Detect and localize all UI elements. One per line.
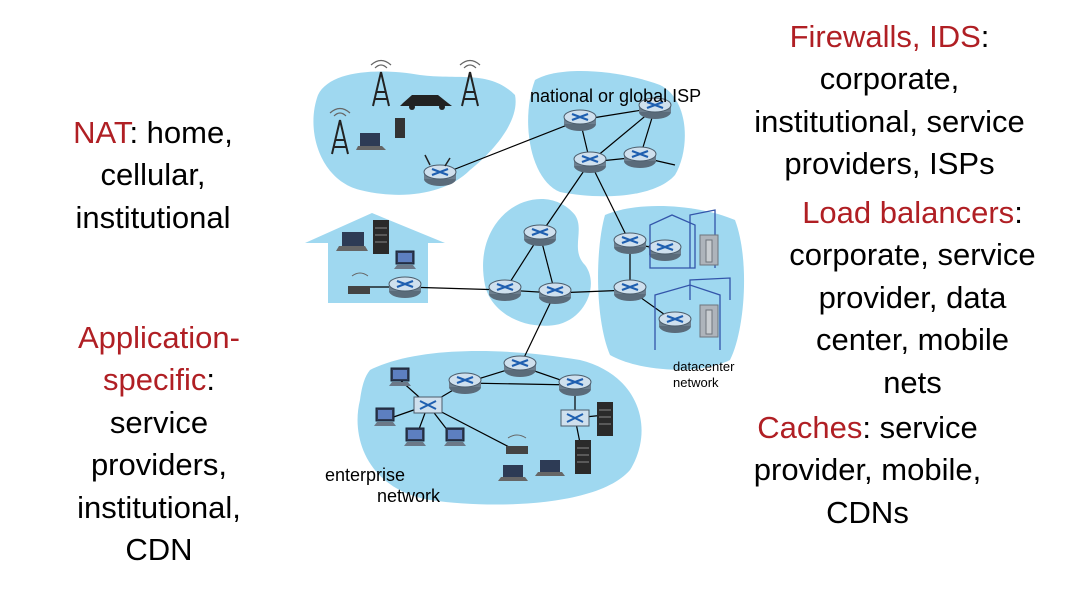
firewalls-line: providers, ISPs — [784, 146, 995, 182]
antenna-icon — [424, 154, 451, 167]
firewalls-keyword: Firewalls, IDS — [789, 19, 981, 54]
app-keyword: specific — [103, 362, 207, 398]
load-keyword: Load balancers — [802, 195, 1015, 230]
caches-line: provider, mobile, — [753, 452, 982, 488]
nat-line: NAT: home, — [40, 112, 266, 154]
nat-keyword: NAT — [73, 115, 130, 150]
firewalls-text-block: Firewalls, IDS: corporate, institutional… — [722, 16, 1057, 186]
caches-text-block: Caches: service provider, mobile, CDNs — [720, 407, 1015, 534]
switch — [560, 409, 590, 427]
phone-icon — [395, 118, 405, 138]
desktop-icon — [393, 250, 417, 270]
nat-line: institutional — [75, 199, 231, 235]
router — [422, 163, 458, 188]
load-line: Load balancers: — [760, 192, 1065, 234]
load-line: corporate, service — [789, 237, 1036, 273]
desktop-icon — [373, 407, 397, 427]
desktop-icon — [403, 427, 427, 447]
server-icon — [574, 439, 592, 475]
load-line: nets — [883, 364, 942, 400]
app-line: service — [109, 404, 209, 440]
app-line: Application- — [78, 320, 240, 355]
caches-rest: : service — [862, 410, 978, 445]
caches-keyword: Caches — [757, 410, 863, 445]
server-rack-icon — [699, 234, 719, 338]
app-line: providers, — [90, 447, 228, 483]
switch — [413, 396, 443, 414]
firewalls-line: Firewalls, IDS: — [722, 16, 1057, 58]
router — [647, 238, 683, 263]
firewalls-colon: : — [980, 19, 990, 54]
mobile-network-region — [313, 71, 516, 195]
desktop-icon — [443, 427, 467, 447]
laptop-icon — [535, 460, 565, 476]
router — [562, 108, 598, 133]
load-line: center, mobile — [816, 322, 1009, 358]
datacenter-label-line: datacenter — [673, 359, 735, 374]
load-line: provider, data — [818, 279, 1007, 315]
desktop-icon — [388, 367, 412, 387]
wifi-router-icon — [506, 446, 528, 454]
firewalls-line: corporate, — [819, 61, 960, 97]
firewalls-line: institutional, service — [754, 103, 1025, 139]
wifi-router-icon — [348, 286, 370, 294]
nat-text-block: NAT: home, cellular, institutional — [40, 112, 266, 239]
load-balancers-text-block: Load balancers: corporate, service provi… — [760, 192, 1065, 404]
router — [622, 145, 658, 170]
router — [522, 223, 558, 248]
regional-isp-region — [483, 198, 591, 326]
caches-line: Caches: service — [720, 407, 1015, 449]
datacenter-label-line: network — [673, 375, 719, 391]
car-icon — [400, 95, 452, 110]
enterprise-label-line: enterprise — [325, 465, 406, 485]
router — [612, 278, 648, 303]
app-specific-text-block: Application- specific: service providers… — [40, 317, 278, 572]
router — [557, 373, 593, 398]
server-icon — [596, 401, 614, 437]
router — [612, 231, 648, 256]
laptop-icon — [498, 465, 528, 481]
laptop-icon — [356, 133, 386, 150]
router — [537, 281, 573, 306]
router — [572, 150, 608, 175]
nat-line: cellular, — [100, 157, 206, 193]
router — [502, 354, 538, 379]
load-colon: : — [1014, 195, 1023, 230]
app-colon: : — [206, 362, 215, 398]
enterprise-label: enterprise network — [325, 465, 440, 506]
router — [387, 275, 423, 300]
enterprise-label-line: network — [377, 485, 441, 506]
router — [657, 310, 693, 335]
laptop-icon — [336, 232, 368, 251]
isp-label: national or global ISP — [530, 86, 702, 106]
app-line: institutional, — [77, 489, 241, 525]
router — [487, 278, 523, 303]
server-icon — [372, 219, 390, 255]
router — [447, 371, 483, 396]
datacenter-label: datacenter network — [673, 359, 734, 392]
app-line: CDN — [125, 532, 193, 568]
caches-line: CDNs — [826, 494, 909, 530]
app-line: specific: — [40, 359, 278, 401]
nat-rest: : home, — [129, 115, 233, 150]
